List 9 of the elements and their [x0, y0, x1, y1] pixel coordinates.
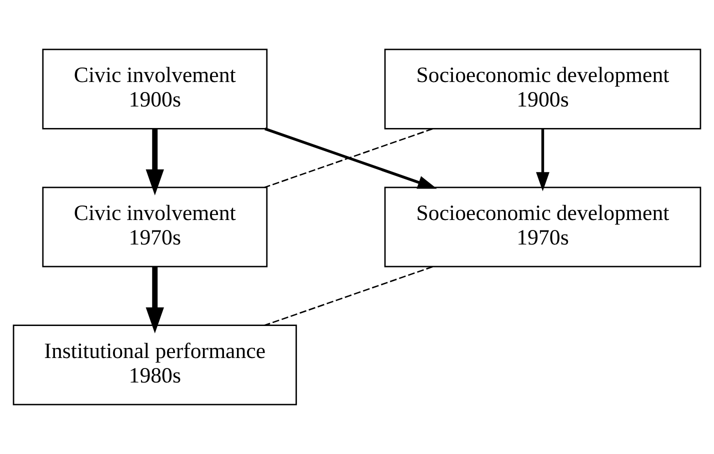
node-box: Civic involvement 1970s [42, 186, 268, 268]
node-box: Socioeconomic development 1970s [384, 186, 702, 268]
node-box: Civic involvement 1900s [42, 48, 268, 130]
arrow [146, 266, 164, 334]
node-box: Socioeconomic development 1900s [384, 48, 702, 130]
arrow [146, 128, 164, 196]
connector [264, 266, 433, 326]
node-box: Institutional performance 1980s [12, 324, 297, 406]
arrow [536, 128, 550, 192]
